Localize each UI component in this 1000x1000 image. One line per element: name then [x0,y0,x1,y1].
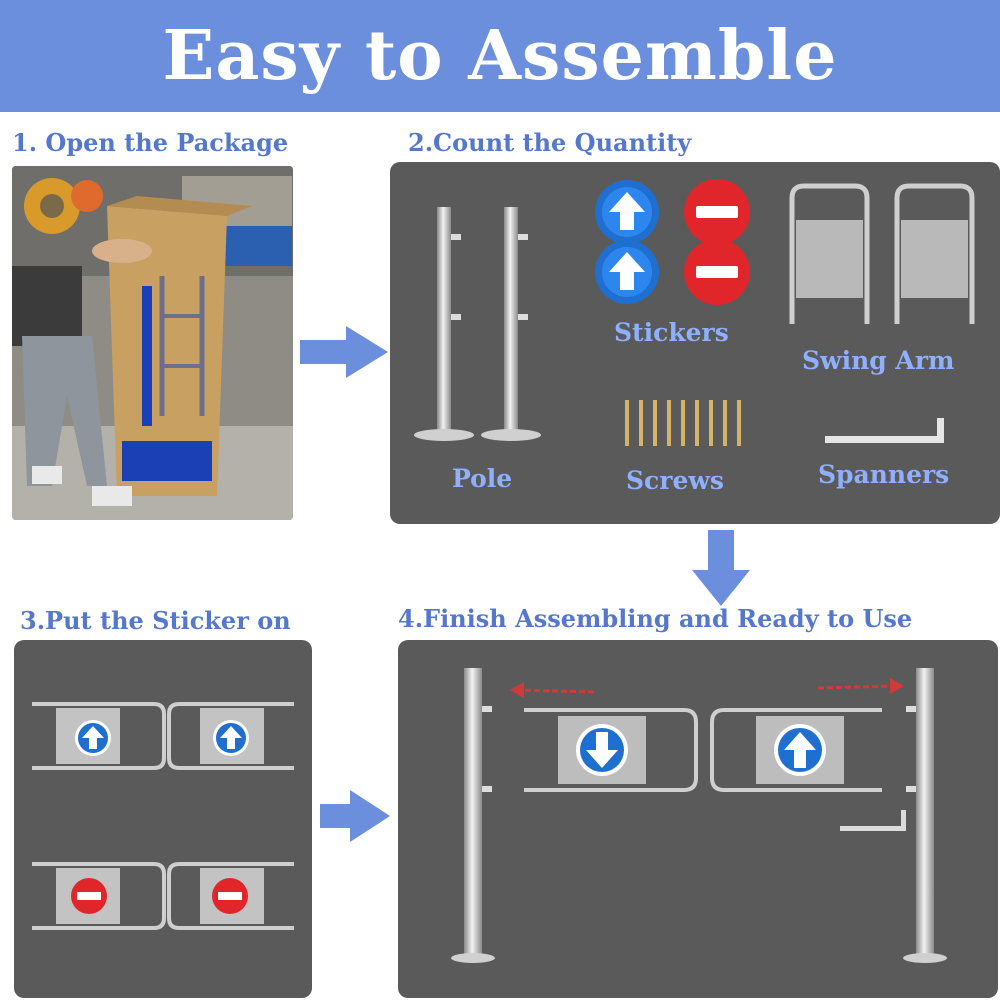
step3-title: 3.Put the Sticker on [20,606,291,635]
step1-title: 1. Open the Package [12,128,289,157]
up-arrow-sticker-icon [213,720,249,756]
parts-panel: Pole Stickers Swing Arm Screws Spanners [390,162,1000,524]
sticker-placement-illustration [32,702,294,930]
swing-arm-label: Swing Arm [802,346,955,375]
spanners-label: Spanners [818,460,950,489]
left-direction-arrow-icon [510,682,597,698]
step2-title: 2.Count the Quantity [408,128,692,157]
assembled-panel [398,640,998,998]
down-arrow-sticker-icon [576,724,628,776]
swing-arm-with-no-entry-sticker [32,862,166,930]
up-arrow-sticker-icon [774,724,826,776]
up-arrow-sticker-icon [75,720,111,756]
parts-illustration [414,179,975,446]
no-entry-sticker-icon [684,179,750,245]
pole-part [414,207,541,441]
no-entry-sticker-icon [71,878,107,914]
stickers-label: Stickers [614,318,729,347]
arrow-right-icon [300,326,388,378]
up-arrow-sticker-icon [595,180,659,244]
left-pole [451,668,495,963]
spanner-part [840,810,906,831]
sticker-placement-panel [14,640,312,998]
arrow-down-icon [692,530,750,606]
screws-part [625,400,741,446]
arrow-right-icon [320,790,390,842]
right-direction-arrow-icon [817,678,904,694]
screws-label: Screws [626,466,724,495]
up-arrow-sticker-icon [595,240,659,304]
step4-title: 4.Finish Assembling and Ready to Use [398,604,913,633]
no-entry-sticker-icon [684,239,750,305]
assembled-gate-illustration [451,668,947,963]
page-title: Easy to Assemble [162,16,838,96]
right-pole [903,668,947,963]
header-banner: Easy to Assemble [0,0,1000,112]
package-illustration [12,166,293,520]
swing-arm-with-up-sticker [167,702,294,770]
spanner-part [825,418,944,443]
swing-arm-part [789,183,975,324]
pole-label: Pole [452,464,513,493]
no-entry-sticker-icon [212,878,248,914]
package-photo [12,166,293,520]
